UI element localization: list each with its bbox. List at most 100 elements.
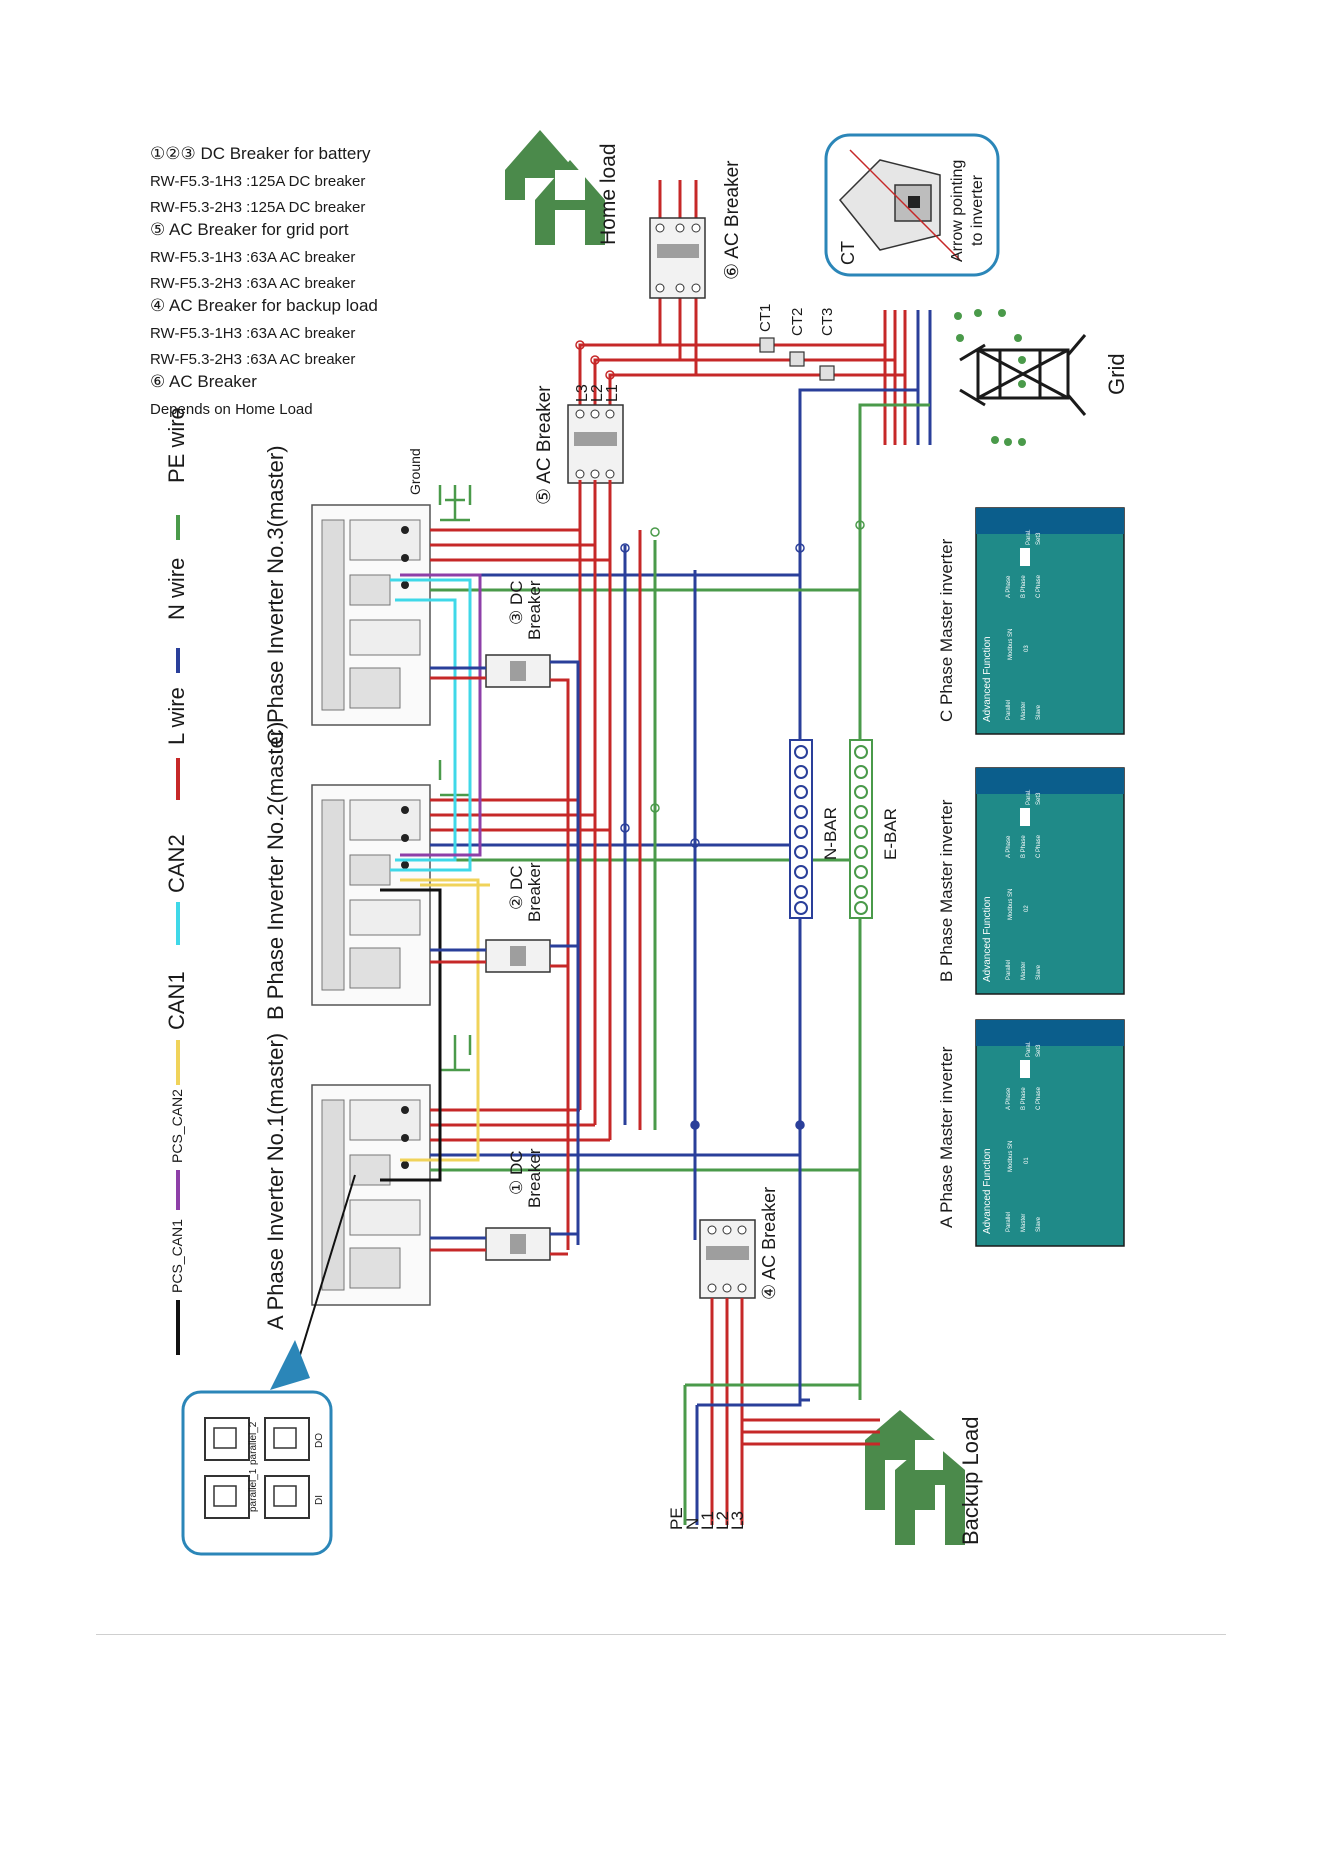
lcd-screen-b bbox=[975, 767, 1125, 995]
lcd-modbus-a: Modbus SN bbox=[1008, 1141, 1014, 1172]
lcd-c-phase-a: C Phase bbox=[1036, 1086, 1042, 1110]
inverter-b bbox=[311, 784, 431, 1006]
note-line: ⑤ AC Breaker for grid port bbox=[150, 220, 349, 240]
port-do-label: DO bbox=[314, 1433, 325, 1448]
lcd-a-phase-c: A Phase bbox=[1006, 575, 1012, 598]
lcd-set-a: Set3 bbox=[1036, 1044, 1042, 1057]
grid-insulators bbox=[954, 309, 1026, 446]
lcd-set-c: Set3 bbox=[1036, 532, 1042, 545]
n-terminal-label: N bbox=[683, 1518, 702, 1530]
port-parallel-2-label: parallel_2 bbox=[248, 1421, 259, 1465]
grid-label: Grid bbox=[1104, 353, 1129, 395]
comm-lines bbox=[380, 573, 490, 1182]
legend-label-n: N wire bbox=[164, 558, 189, 620]
l2-terminal-label: L2 bbox=[713, 1511, 732, 1530]
lcd-parallel-b: Parallel bbox=[1006, 960, 1012, 980]
lcd-caption-c: C Phase Master inverter bbox=[937, 538, 956, 722]
lcd-caption-b: B Phase Master inverter bbox=[937, 799, 956, 982]
lcd-slave-a: Slave bbox=[1036, 1216, 1042, 1232]
grid-tower bbox=[959, 334, 1087, 416]
n-bar-label: N-BAR bbox=[821, 807, 840, 860]
dc-breaker-1 bbox=[430, 1227, 578, 1261]
ct-clamps bbox=[759, 337, 835, 381]
ac-breaker-4 bbox=[683, 1155, 862, 1525]
ac-breaker-6 bbox=[649, 180, 706, 375]
n-bar bbox=[789, 739, 813, 919]
junction-dots bbox=[575, 340, 865, 1130]
lcd-modbus-b: Modbus SN bbox=[1008, 889, 1014, 920]
legend-label-pe: PE wire bbox=[164, 407, 189, 483]
home-load-label: Home load bbox=[597, 143, 620, 245]
note-line: ④ AC Breaker for backup load bbox=[150, 296, 378, 316]
ct2-label: CT2 bbox=[789, 308, 806, 336]
note-line: RW-F5.3-1H3 :63A AC breaker bbox=[150, 324, 356, 342]
home-load-house bbox=[505, 130, 605, 245]
dc-breaker-2-label: ② DC bbox=[507, 865, 526, 910]
ac-breaker-5 bbox=[567, 404, 624, 484]
lcd-paral-a: Paral. bbox=[1026, 1041, 1032, 1057]
backup-feed bbox=[742, 1418, 880, 1446]
l3-label: L3 bbox=[574, 384, 591, 402]
ct3-label: CT3 bbox=[819, 308, 836, 336]
ground-label: Ground bbox=[407, 448, 423, 495]
dc-breaker-1-word: Breaker bbox=[525, 1148, 544, 1208]
lcd-paral-c: Paral. bbox=[1026, 529, 1032, 545]
pe-terminal-label: PE bbox=[667, 1507, 686, 1530]
lcd-slave-b: Slave bbox=[1036, 964, 1042, 980]
lcd-master-b: Master bbox=[1021, 962, 1027, 980]
l1-terminal-label: L1 bbox=[698, 1511, 717, 1530]
dc-breaker-3-word: Breaker bbox=[525, 580, 544, 640]
ac-breaker-5-label: ⑤ AC Breaker bbox=[534, 385, 555, 505]
lcd-paral-b: Paral. bbox=[1026, 789, 1032, 805]
ct-callout bbox=[824, 133, 1000, 277]
legend-label-can2: CAN2 bbox=[164, 834, 189, 893]
legend-label-can1: CAN1 bbox=[164, 971, 189, 1030]
lcd-title-b: Advanced Function bbox=[982, 896, 993, 982]
dc-breaker-3-label: ③ DC bbox=[507, 580, 526, 625]
note-line: RW-F5.3-1H3 :125A DC breaker bbox=[150, 172, 366, 190]
inverter-c bbox=[311, 504, 431, 726]
ac-breaker-6-label: ⑥ AC Breaker bbox=[722, 160, 743, 280]
lcd-screen-c bbox=[975, 507, 1125, 735]
lcd-b-phase-b: B Phase bbox=[1021, 835, 1027, 858]
ac-breaker-4-label: ④ AC Breaker bbox=[759, 1187, 779, 1300]
dc-breaker-3 bbox=[430, 654, 580, 1250]
l1-label: L1 bbox=[604, 384, 621, 402]
backup-load-house bbox=[865, 1410, 965, 1545]
note-line: ⑥ AC Breaker bbox=[150, 372, 257, 392]
lcd-screen-a bbox=[975, 1019, 1125, 1247]
page-divider bbox=[96, 1634, 1226, 1635]
note-line: RW-F5.3-2H3 :125A DC breaker bbox=[150, 198, 366, 216]
l3-terminal-label: L3 bbox=[728, 1511, 747, 1530]
note-line: RW-F5.3-1H3 :63A AC breaker bbox=[150, 248, 356, 266]
lcd-sn-a: 01 bbox=[1024, 1157, 1030, 1164]
lcd-a-phase-a: A Phase bbox=[1006, 1087, 1012, 1110]
lcd-b-phase-c: B Phase bbox=[1021, 575, 1027, 598]
ct-arrow-line-1: Arrow pointing bbox=[949, 160, 966, 262]
lcd-a-phase-b: A Phase bbox=[1006, 835, 1012, 858]
port-parallel-1-label: parallel_1 bbox=[248, 1468, 259, 1512]
lcd-c-phase-c: C Phase bbox=[1036, 574, 1042, 598]
lcd-modbus-c: Modbus SN bbox=[1008, 629, 1014, 660]
legend: PE wire N wire L wire CAN2 CAN1 PCS_CAN2… bbox=[164, 407, 189, 1355]
lcd-title-c: Advanced Function bbox=[982, 636, 993, 722]
notes-panel: ①②③ DC Breaker for battery RW-F5.3-1H3 :… bbox=[150, 140, 480, 418]
inverter-label-c: C Phase Inverter No.3(master) bbox=[263, 445, 288, 745]
lcd-b-phase-a: B Phase bbox=[1021, 1087, 1027, 1110]
dc-breaker-1-label: ① DC bbox=[507, 1150, 526, 1195]
lcd-c-phase-b: C Phase bbox=[1036, 834, 1042, 858]
lcd-sn-c: 03 bbox=[1024, 645, 1030, 652]
lcd-master-c: Master bbox=[1021, 702, 1027, 720]
legend-label-pcs-can2: PCS_CAN2 bbox=[169, 1089, 185, 1163]
l2-label: L2 bbox=[589, 384, 606, 402]
ct-arrow-line-2: to inverter bbox=[969, 174, 986, 246]
grid-lines bbox=[883, 310, 932, 445]
note-line: ①②③ DC Breaker for battery bbox=[150, 144, 371, 163]
inverter-label-a: A Phase Inverter No.1(master) bbox=[263, 1033, 288, 1330]
note-line: RW-F5.3-2H3 :63A AC breaker bbox=[150, 350, 356, 368]
backup-load-label: Backup Load bbox=[958, 1417, 983, 1545]
ct1-label: CT1 bbox=[757, 304, 774, 332]
lcd-parallel-a: Parallel bbox=[1006, 1212, 1012, 1232]
